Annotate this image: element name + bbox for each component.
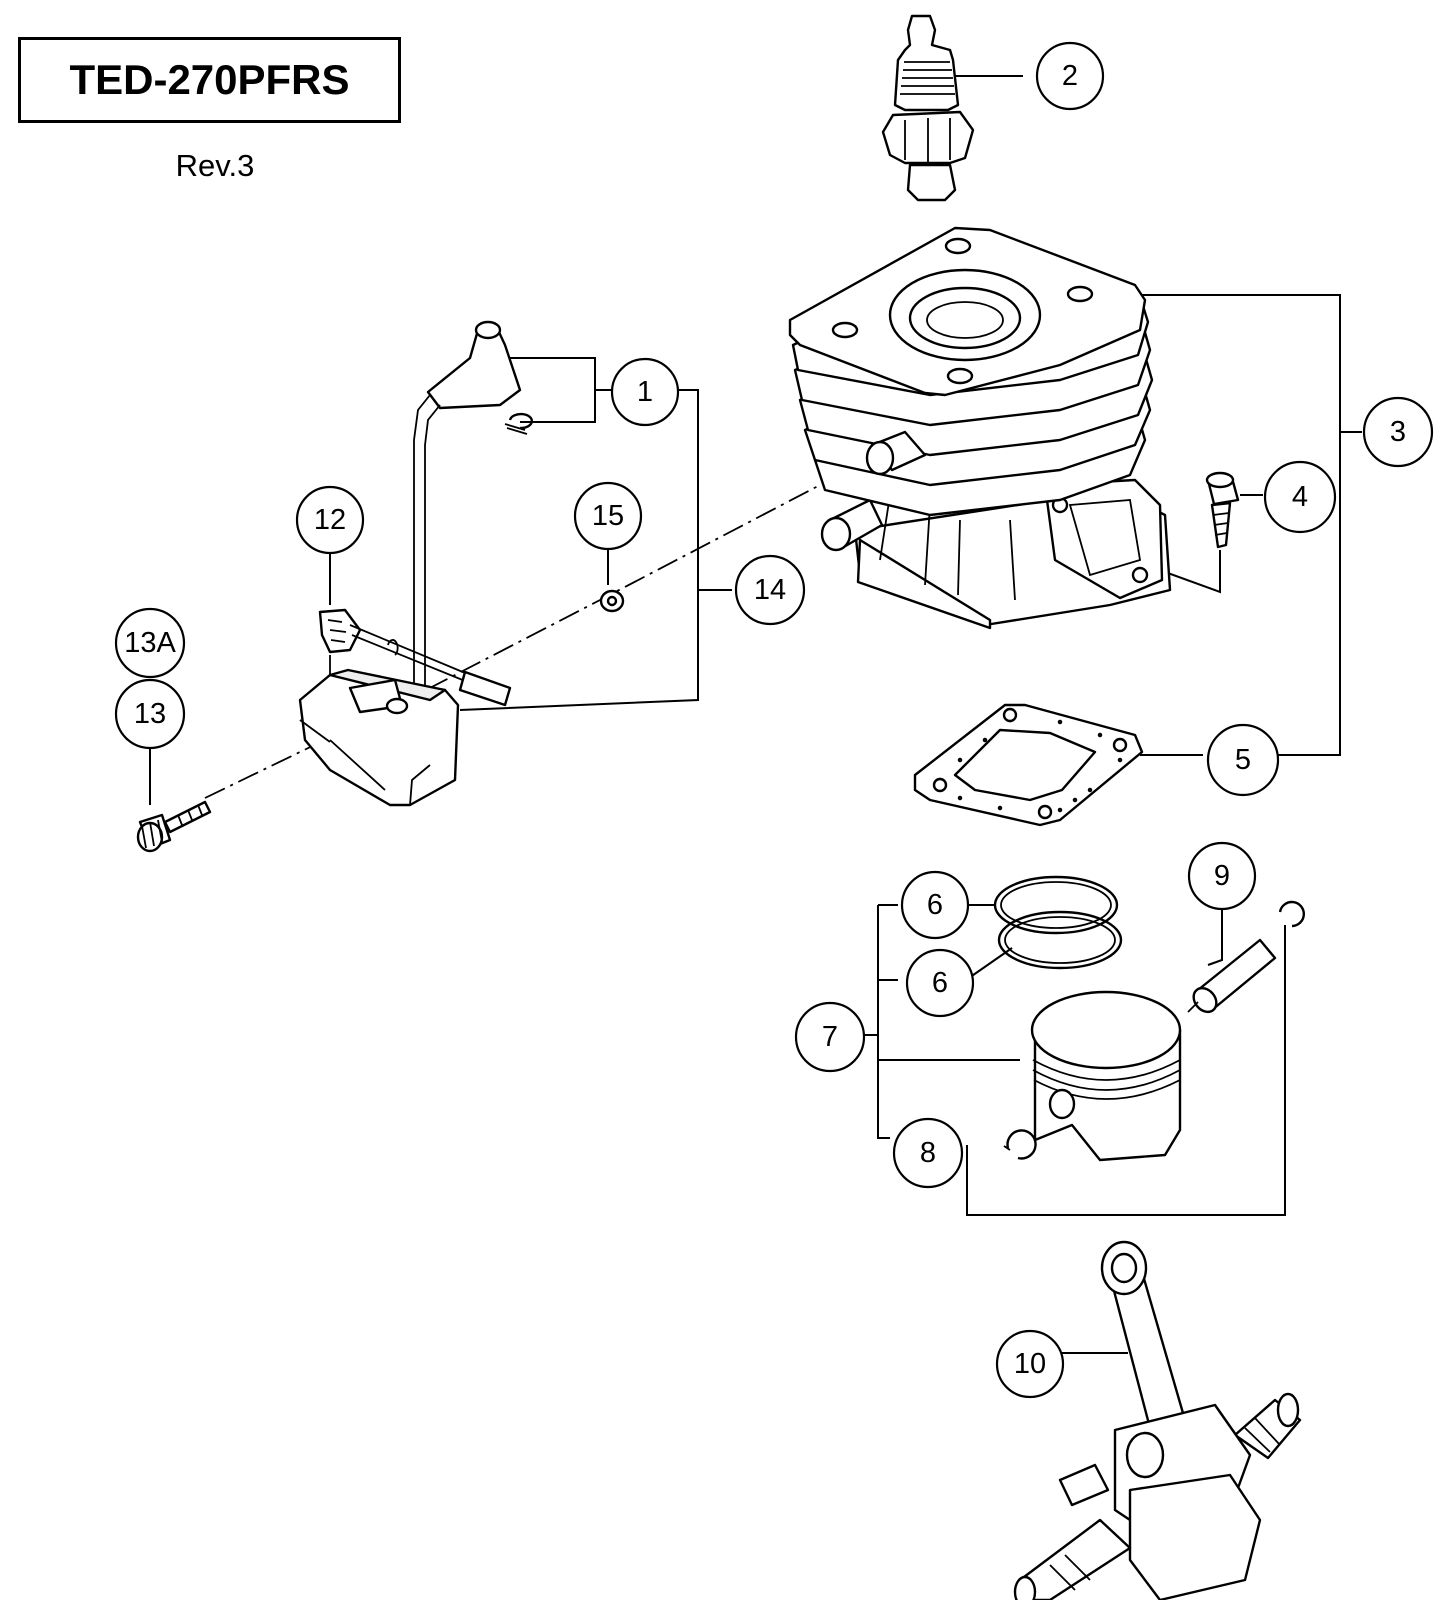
svg-text:15: 15 bbox=[592, 500, 624, 532]
gasket-texture bbox=[937, 717, 1123, 813]
ignition-coil-drawing bbox=[298, 668, 460, 807]
svg-text:8: 8 bbox=[920, 1137, 936, 1169]
circlip-drawing bbox=[1003, 1129, 1037, 1160]
svg-text:13A: 13A bbox=[124, 627, 176, 659]
leader-lines bbox=[149, 75, 1362, 1354]
washer-drawing bbox=[599, 589, 625, 613]
callout-12: 12 bbox=[295, 485, 365, 555]
svg-text:5: 5 bbox=[1235, 744, 1251, 776]
piston-pin-drawing bbox=[1187, 900, 1305, 1014]
callout-4: 4 bbox=[1263, 460, 1337, 534]
callout-10: 10 bbox=[995, 1329, 1065, 1399]
callout-15: 15 bbox=[573, 481, 643, 551]
svg-text:4: 4 bbox=[1292, 481, 1308, 513]
spark-plug-drawing bbox=[881, 14, 975, 202]
svg-text:7: 7 bbox=[822, 1021, 838, 1053]
cylinder-gasket-drawing bbox=[913, 703, 1144, 827]
svg-text:6: 6 bbox=[932, 967, 948, 999]
callout-7: 7 bbox=[794, 1001, 866, 1073]
callout-1: 1 bbox=[610, 357, 680, 427]
cylinder-drawing bbox=[788, 226, 1172, 630]
stop-switch-lead-drawing bbox=[318, 608, 512, 707]
coil-screw-drawing bbox=[136, 800, 212, 853]
crankshaft-drawing bbox=[1013, 1240, 1302, 1600]
svg-text:1: 1 bbox=[637, 376, 653, 408]
callout-13: 13 bbox=[114, 678, 186, 750]
svg-text:14: 14 bbox=[754, 574, 786, 606]
assembly-axis-lines bbox=[204, 484, 821, 799]
svg-text:12: 12 bbox=[314, 504, 346, 536]
svg-text:6: 6 bbox=[927, 889, 943, 921]
svg-text:3: 3 bbox=[1390, 416, 1406, 448]
revision-label: Rev.3 bbox=[175, 148, 255, 183]
callout-13A: 13A bbox=[114, 607, 186, 679]
cylinder-bolt-drawing bbox=[1205, 471, 1240, 549]
callout-6-lower: 6 bbox=[905, 948, 975, 1018]
callout-6-upper: 6 bbox=[900, 870, 970, 940]
callout-9: 9 bbox=[1187, 841, 1257, 911]
callout-3: 3 bbox=[1362, 396, 1434, 468]
callout-14: 14 bbox=[734, 554, 806, 626]
plug-cap-drawing bbox=[413, 320, 534, 750]
svg-text:10: 10 bbox=[1014, 1348, 1046, 1380]
svg-text:13: 13 bbox=[134, 698, 166, 730]
model-title-box: TED-270PFRS bbox=[18, 37, 401, 123]
callout-2: 2 bbox=[1035, 41, 1105, 111]
svg-text:2: 2 bbox=[1062, 60, 1078, 92]
piston-rings-drawing bbox=[993, 875, 1123, 970]
piston-drawing bbox=[1030, 990, 1182, 1162]
svg-text:9: 9 bbox=[1214, 860, 1230, 892]
callout-8: 8 bbox=[892, 1117, 964, 1189]
callout-5: 5 bbox=[1206, 723, 1280, 797]
model-title: TED-270PFRS bbox=[69, 56, 350, 103]
